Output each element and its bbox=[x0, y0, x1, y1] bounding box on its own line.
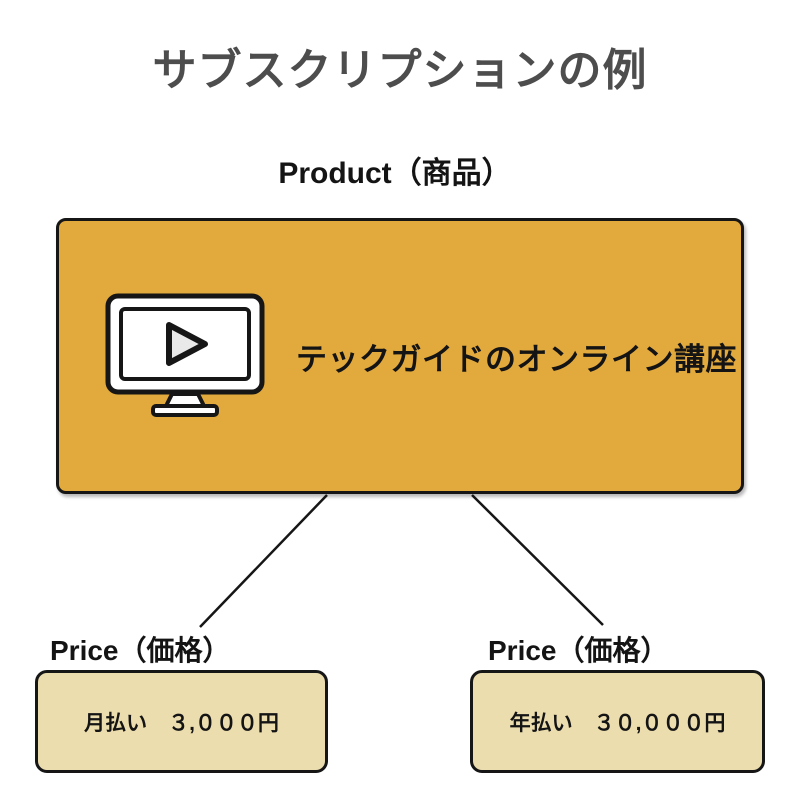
connector-line-left bbox=[199, 494, 328, 628]
price-box-yearly: 年払い ３０,０００円 bbox=[470, 670, 765, 773]
page-title: サブスクリプションの例 bbox=[152, 46, 648, 95]
product-label: Product（商品） bbox=[278, 157, 512, 190]
video-monitor-icon bbox=[105, 293, 265, 417]
price-value-monthly: 月払い ３,０００円 bbox=[84, 711, 279, 735]
connector-line-right bbox=[471, 494, 604, 626]
product-box: テックガイドのオンライン講座 bbox=[56, 218, 744, 494]
price-label-yearly: Price（価格） bbox=[488, 635, 669, 666]
price-value-yearly: 年払い ３０,０００円 bbox=[509, 711, 726, 735]
product-name: テックガイドのオンライン講座 bbox=[296, 341, 737, 377]
price-label-monthly: Price（価格） bbox=[50, 635, 231, 666]
price-box-monthly: 月払い ３,０００円 bbox=[35, 670, 328, 773]
